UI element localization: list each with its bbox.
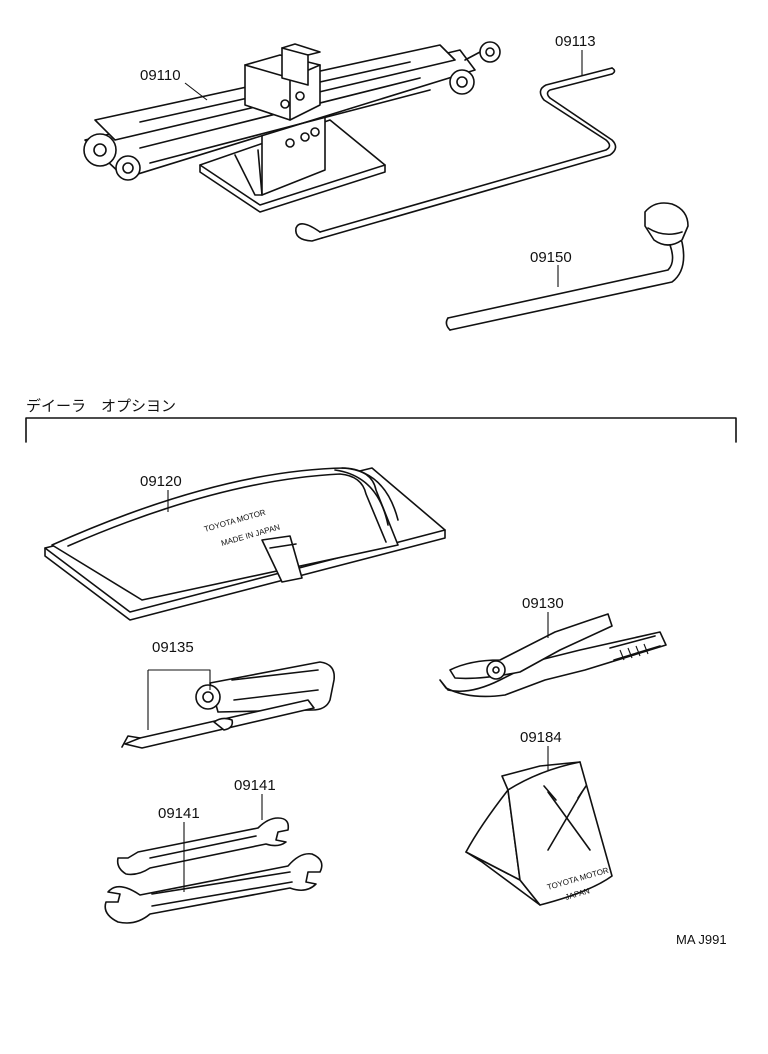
tool-bag-illustration: TOYOTA MOTOR MADE IN JAPAN [44,467,446,621]
jack-handle-illustration [295,67,617,242]
part-number-jack: 09110 [140,67,181,84]
part-number-lug-wrench: 09150 [530,249,572,266]
wheel-chock-illustration: TOYOTA MOTOR JAPAN [465,761,613,906]
part-number-pliers: 09130 [522,595,564,612]
wrench-large-illustration [104,852,323,924]
part-number-wrench-small: 09141 [234,777,276,794]
scissor-jack-illustration [83,41,501,213]
section-bracket [25,417,737,443]
part-number-wrench-large: 09141 [158,805,200,822]
part-number-jack-handle: 09113 [555,33,596,50]
section-title-dealer-option: デイーラ オプシヨン [26,397,176,415]
wrench-small-illustration [116,817,290,876]
pliers-illustration [439,613,667,698]
part-number-tool-bag: 09120 [140,473,182,490]
screwdriver-illustration [121,661,336,749]
reference-code: MA J991 [676,932,727,947]
part-number-wheel-chock: 09184 [520,729,562,746]
part-number-screwdriver: 09135 [152,639,194,656]
lug-wrench-illustration [445,202,689,331]
leader-jack [184,82,208,101]
leader-screwdriver [147,669,211,730]
